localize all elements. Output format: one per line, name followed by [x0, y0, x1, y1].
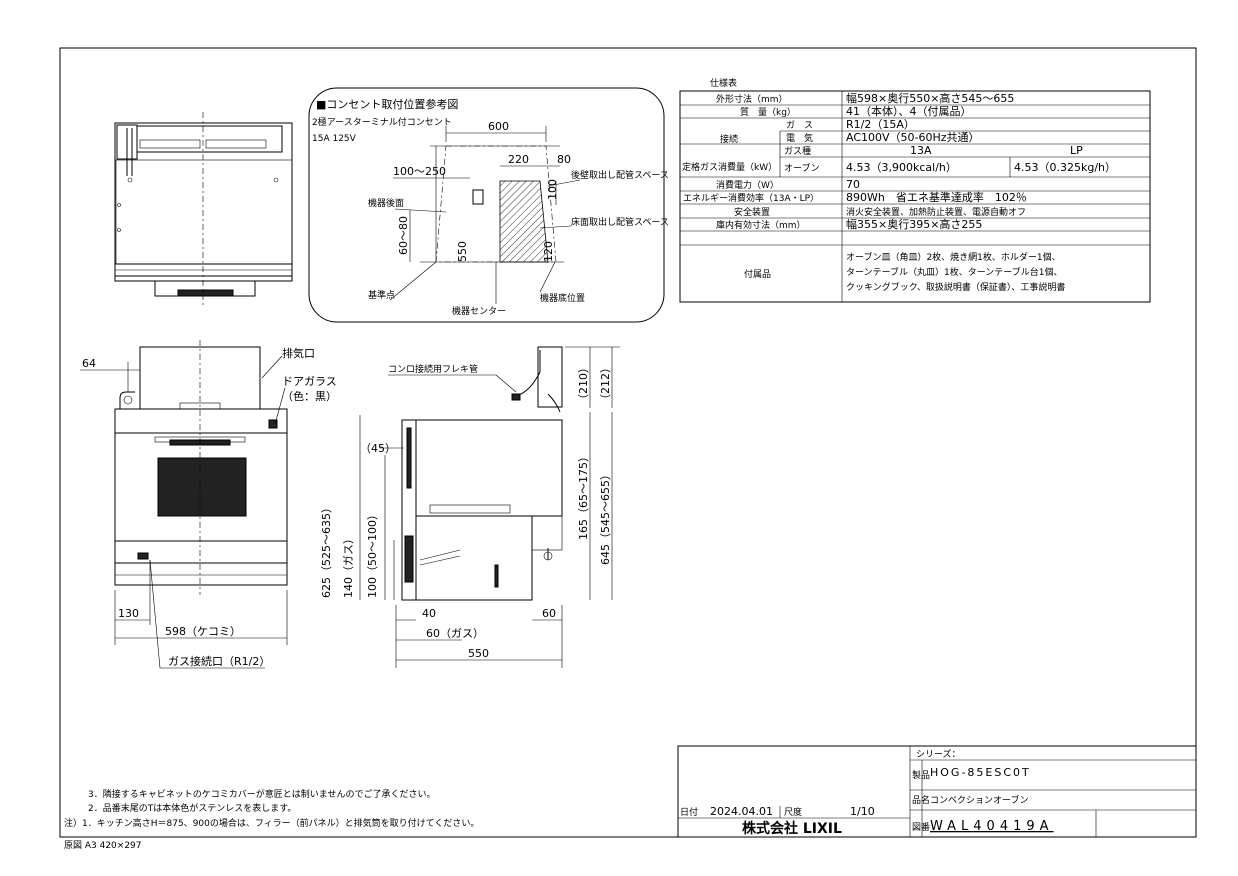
tb-date: 2024.04.01	[710, 805, 773, 818]
tb-product: コンベクションオーブン	[930, 794, 1028, 806]
spec-label-2: 接続	[720, 133, 738, 145]
label-back: 機器後面	[368, 197, 404, 209]
spec-value-9: 幅355×奥行395×高さ255	[846, 217, 982, 231]
label-center: 機器センター	[452, 305, 506, 317]
tb-drawing-no: WAL40419A	[930, 819, 1054, 834]
side-view: コンロ接続用フレキ管 625（525～635） 140（ガス） 100（50～1…	[320, 346, 620, 668]
dim-598: 598（ケコミ）	[165, 625, 241, 638]
label-gas-inlet: ガス接続口（R1/2）	[168, 654, 270, 668]
spec-accessory-line-0: オーブン皿（角皿）2枚、焼き網1枚、ホルダー1個、	[846, 251, 1061, 263]
outlet-box	[472, 189, 484, 205]
tb-drawing-label: 図番	[912, 821, 930, 833]
spec-value-6: 70	[846, 178, 860, 191]
dim-100-gas: 100（50～100）	[366, 509, 379, 598]
dim-60-80: 60～80	[397, 216, 410, 255]
dim-100: 100	[546, 179, 559, 200]
dim-64: 64	[82, 357, 96, 370]
note-2: 2．品番末尾のTは本体色がステンレスを表します。	[88, 802, 296, 814]
dim-130: 130	[118, 607, 139, 620]
spec-value-4: 13A	[910, 144, 932, 157]
spec-value-8: 消火安全装置、加熱防止装置、電源自動オフ	[846, 206, 1026, 218]
outlet-spec-1: 2極アースターミナル付コンセント	[312, 116, 452, 128]
label-base: 基準点	[368, 289, 395, 301]
spec-value2-4: LP	[1070, 144, 1083, 157]
spec-table: 仕様表 外形寸法（mm） 幅598×奥行550×高さ545～655 質 量（kg…	[679, 77, 1151, 303]
label-door-color: （色：黒）	[282, 389, 337, 403]
dim-120: 120	[542, 241, 555, 262]
spec-table-title: 仕様表	[710, 77, 737, 89]
sheet-border	[59, 47, 1197, 838]
note-1: 注）1．キッチン高さH＝875、900の場合は、フィラー（前パネル）と排気筒を取…	[64, 817, 479, 829]
dim-550-side: 550	[468, 647, 489, 660]
label-flex-pipe: コンロ接続用フレキ管	[388, 363, 478, 375]
spec-label-6: 消費電力（W）	[716, 179, 779, 191]
dim-165: 165（65～175）	[577, 451, 590, 540]
tb-model: HOG-85ESC0T	[930, 766, 1031, 779]
spec-label-7: エネルギー消費効率（13A・LP）	[683, 192, 819, 204]
spec-accessory-line-1: ターンテーブル（丸皿）1枚、ターンテーブル台1個、	[846, 266, 1062, 278]
spec-sub-5: オーブン	[784, 162, 819, 174]
notes: 3．隣接するキャビネットのケコミカバーが意匠とは制いませんのでご了承ください。 …	[64, 788, 479, 829]
outlet-spec-2: 15A 125V	[312, 134, 357, 144]
spec-value2-5: 4.53（0.325kg/h）	[1014, 161, 1116, 174]
outlet-diagram: ■コンセント取付位置参考図 2極アースターミナル付コンセント 15A 125V …	[308, 87, 669, 323]
spec-value-2: R1/2（15A）	[846, 118, 915, 131]
dim-645: 645（545～655）	[599, 469, 612, 565]
label-exhaust: 排気口	[282, 346, 315, 360]
spec-value-0: 幅598×奥行550×高さ545～655	[846, 91, 1014, 105]
dim-40: 40	[422, 607, 436, 620]
tb-scale: 1/10	[850, 805, 875, 818]
spec-label-9: 庫内有効寸法（mm）	[716, 219, 806, 231]
dim-80: 80	[557, 153, 571, 166]
dim-220: 220	[508, 153, 529, 166]
label-floor-space: 床面取出し配管スペース	[571, 216, 669, 228]
dim-600: 600	[488, 120, 509, 133]
spec-value-3: AC100V（50-60Hz共通）	[846, 131, 980, 144]
dim-60-gas: 60（ガス）	[426, 627, 484, 640]
spec-value-7: 890Wh 省エネ基準達成率 102％	[846, 190, 1027, 204]
tb-model-label: 製品	[912, 769, 930, 781]
dim-60: 60	[542, 607, 556, 620]
tb-product-label: 品名	[912, 794, 930, 806]
spec-sub-2: ガ ス	[786, 120, 813, 131]
front-door-window	[157, 457, 247, 517]
tb-series-label: シリーズ：	[916, 748, 961, 760]
spec-sub-3: 電 気	[786, 132, 813, 144]
title-block: 日付 2024.04.01 尺度 1/10 株式会社 LIXIL シリーズ： 製…	[677, 745, 1197, 838]
label-rear-space: 後壁取出し配管スペース	[571, 169, 669, 181]
spec-label-4: 定格ガス消費量（kW）	[682, 161, 777, 173]
spec-sub-4: ガス種	[784, 146, 811, 157]
spec-label-1: 質 量（kg）	[740, 106, 796, 118]
spec-accessory-label: 付属品	[744, 269, 771, 280]
front-view: 64 排気口 ドアガラス （色：黒） 130 598（ケコミ） ガス接続口（R1…	[80, 340, 337, 669]
top-view	[114, 112, 293, 305]
spec-value-5: 4.53（3,900kcal/h）	[846, 161, 957, 174]
dim-210: （210）	[577, 362, 590, 405]
dim-45: （45）	[360, 442, 396, 455]
dim-550: 550	[456, 241, 469, 262]
dim-140: 140（ガス）	[342, 533, 355, 598]
tb-scale-label: 尺度	[784, 806, 802, 818]
footer-sheet-size: 原図 A3 420×297	[64, 840, 142, 851]
dim-100-250: 100～250	[393, 165, 446, 178]
spec-label-0: 外形寸法（mm）	[716, 93, 788, 105]
tb-date-label: 日付	[680, 807, 698, 818]
outlet-diagram-frame	[308, 87, 665, 323]
label-door-glass: ドアガラス	[282, 375, 337, 388]
dim-625: 625（525～635）	[320, 502, 333, 598]
spec-value-1: 41（本体）、4（付属品）	[846, 104, 972, 118]
spec-label-8: 安全装置	[734, 206, 770, 218]
spec-accessory-line-2: クッキングブック、取扱説明書（保証書）、工事説明書	[846, 281, 1065, 293]
label-bottom: 機器底位置	[540, 292, 585, 304]
outlet-diagram-title: ■コンセント取付位置参考図	[316, 97, 458, 111]
dim-212: （212）	[599, 362, 612, 405]
note-3: 3．隣接するキャビネットのケコミカバーが意匠とは制いませんのでご了承ください。	[88, 788, 435, 800]
tb-company: 株式会社 LIXIL	[742, 820, 842, 837]
